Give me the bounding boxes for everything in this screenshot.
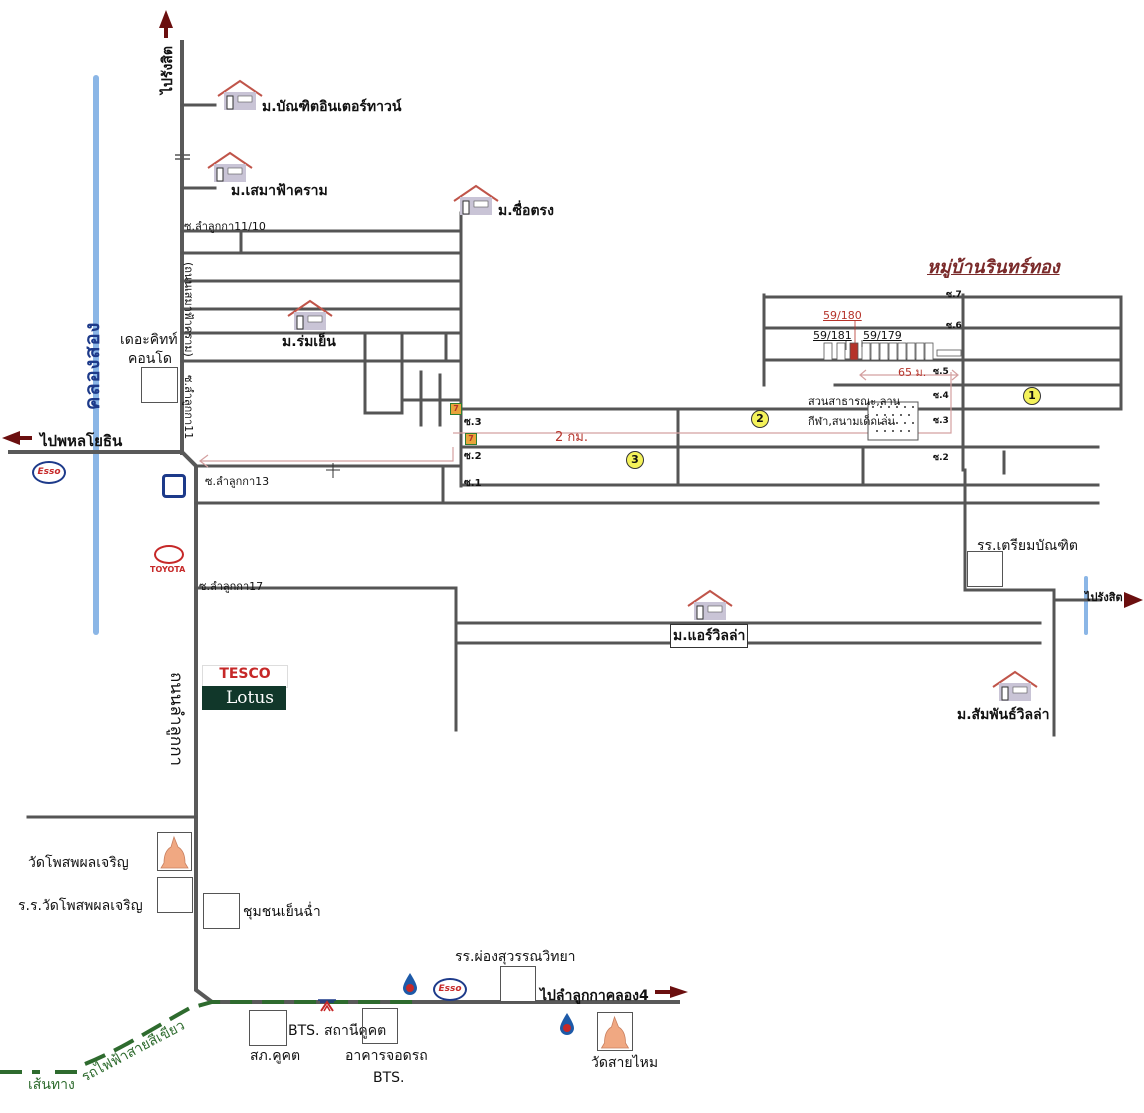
soi-label: ซ.3 — [933, 416, 949, 426]
toyota-logo-icon — [154, 545, 184, 564]
soi-label: ซ.7 — [946, 290, 962, 300]
seven-eleven-icon: 7 — [450, 403, 462, 415]
school-phong-label: รร.ผ่องสุวรรณวิทยา — [455, 949, 576, 965]
road-soi13 — [194, 398, 1100, 505]
wat-saimai-label: วัดสายไหม — [591, 1055, 659, 1071]
route-arrow-head-west — [199, 454, 209, 468]
park-label-1: สวนสาธารณะ,ลาน — [808, 395, 901, 408]
bts-parking-building — [362, 1008, 398, 1044]
soi-label: ซ.ลำลูกกา11 — [182, 375, 195, 440]
main-road-label: ถนนลำลูกกา — [166, 672, 186, 767]
bts-green-line — [0, 1000, 420, 1074]
village-label: ม.ร่มเย็น — [282, 334, 336, 350]
house-icon — [286, 298, 334, 332]
temple-icon — [157, 832, 192, 871]
plot-target — [849, 342, 859, 361]
village-label: ม.ซื่อตรง — [498, 203, 554, 219]
ptt-station-icon — [558, 1012, 576, 1036]
soi-label: ซ.5 — [933, 367, 949, 377]
bts-logo-icon — [316, 992, 338, 1012]
direction-southeast-label: ไปลำลูกกาคลอง4 — [540, 988, 649, 1004]
road-soi17 — [194, 586, 1042, 732]
soi-label: ซ.ลำลูกกา11/10 — [184, 220, 266, 233]
plot-right-label: 59/179 — [863, 329, 902, 342]
marker-3: 3 — [626, 451, 644, 469]
road-main-west — [8, 40, 680, 1004]
school-phong-building — [500, 966, 536, 1002]
temple-icon — [597, 1012, 633, 1051]
house-icon — [452, 183, 500, 217]
ptt-station-icon — [401, 972, 419, 996]
wat-phosop-label: วัดโพสพผลเจริญ — [28, 855, 129, 871]
soi-label: ซ.2 — [464, 451, 482, 462]
soi-label: ซ.ลำลูกกา17 — [199, 580, 264, 593]
police-station-label: สภ.คูคต — [250, 1048, 301, 1064]
marker-1: 1 — [1023, 387, 1041, 405]
police-station-building — [249, 1010, 287, 1046]
park-dots — [872, 406, 914, 432]
park-label-2: กีฬา,สนามเด็กเล่น — [808, 415, 896, 428]
school-phosop-building — [157, 877, 193, 913]
esso-icon: Esso — [433, 978, 467, 1001]
direction-east-label: ไปรังสิต — [1085, 591, 1123, 604]
arrow-west — [2, 431, 32, 445]
soi-label: ซ.3 — [464, 417, 482, 428]
tesco-label: TESCO — [219, 666, 271, 682]
road-spur — [180, 103, 217, 190]
esso-icon: Esso — [32, 461, 66, 484]
bts-station-label: BTS. สถานีคูคต — [288, 1023, 387, 1039]
bts-parking-label-1: อาคารจอดรถ — [345, 1048, 428, 1064]
seven-eleven-icon: 7 — [465, 433, 477, 445]
condo-building — [141, 367, 178, 403]
soi-label: ซ.6 — [946, 321, 962, 331]
soi-label: ซ.ลำลูกกา13 — [205, 475, 270, 488]
marker-2: 2 — [751, 410, 769, 428]
distance-main-label: 2 กม. — [555, 430, 588, 445]
direction-north-label: ไปรังสิต — [160, 46, 176, 94]
village-label: ม.แอร์วิลล่า — [670, 624, 749, 648]
park-area — [867, 401, 919, 441]
soi-label: ซ.1 — [464, 478, 482, 489]
house-icon — [206, 150, 254, 184]
tesco-logo: TESCO — [202, 665, 288, 688]
lotus-label: Lotus — [226, 688, 275, 708]
village-label: ม.สัมพันธ์วิลล่า — [957, 707, 1050, 723]
map-title: หมู่บ้านรินทร์ทอง — [927, 257, 1060, 278]
arrow-north — [159, 10, 173, 38]
bts-line-label-1: เส้นทาง — [28, 1077, 75, 1093]
route-line-65m — [859, 369, 959, 381]
route-line-main — [200, 372, 952, 462]
school-triam-label: รร.เตรียมบัณฑิต — [977, 538, 1078, 554]
school-triam-building — [967, 551, 1003, 587]
arrow-east — [1124, 592, 1143, 608]
soi-label: ซ.4 — [933, 391, 949, 401]
plot-left-label: 59/181 — [813, 329, 852, 342]
arrow-southeast — [655, 986, 688, 998]
toyota-label: TOYOTA — [150, 565, 186, 574]
road-village-grid — [762, 293, 1123, 737]
condo-label-1: เดอะคิทท์ — [120, 332, 178, 348]
canal-label: คลองสอง — [80, 321, 104, 410]
village-label: ม.บัณฑิตอินเตอร์ทาวน์ — [262, 99, 402, 115]
direction-west-label: ไปพหลโยธิน — [40, 432, 123, 450]
community-label: ชุมชนเย็นฉ่ำ — [243, 904, 321, 920]
community-building — [203, 893, 240, 929]
soi-label: (ถนนเสมาฟ้าคราม) — [182, 262, 195, 357]
house-icon — [991, 669, 1039, 703]
bank-icon — [162, 474, 186, 498]
school-phosop-label: ร.ร.วัดโพสพผลเจริญ — [18, 898, 143, 914]
village-label: ม.เสมาฟ้าคราม — [231, 183, 328, 199]
lotus-logo: Lotus — [202, 686, 286, 710]
soi-label: ซ.2 — [933, 453, 949, 463]
crosshair-mark — [326, 463, 340, 478]
house-icon — [216, 78, 264, 112]
house-icon — [686, 588, 734, 622]
plot-target-label: 59/180 — [823, 309, 862, 322]
bts-parking-label-2: BTS. — [373, 1070, 405, 1086]
condo-label-2: คอนโด — [128, 351, 172, 367]
road-break-mark — [175, 154, 190, 160]
distance-inner-label: 65 ม. — [898, 366, 927, 379]
plot-row — [823, 342, 962, 361]
